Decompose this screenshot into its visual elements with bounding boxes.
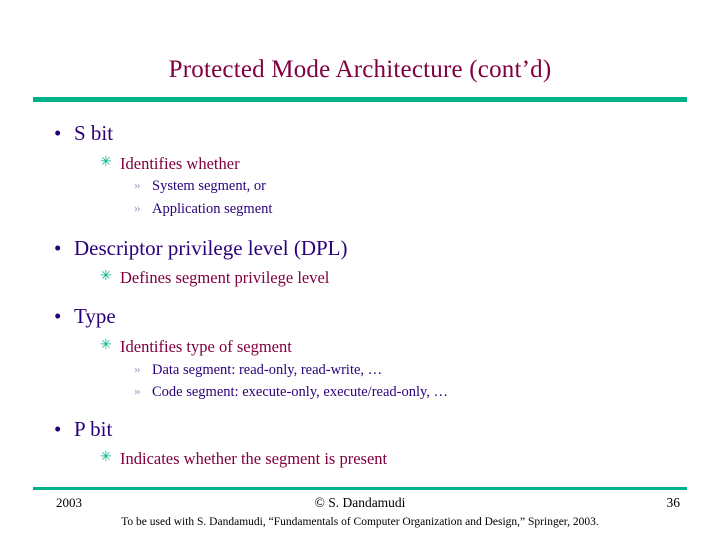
bullet-chevron-icon: » [134,382,141,398]
bullet-disc-icon: • [54,416,62,441]
list-item: • Descriptor privilege level (DPL) [42,235,692,261]
list-item: ✳ Identifies whether [42,153,692,174]
bullet-chevron-icon: » [134,199,141,215]
list-item-label: Data segment: read-only, read-write, … [152,361,383,378]
list-item-label: Code segment: execute-only, execute/read… [152,383,449,400]
bullet-asterisk-icon: ✳ [100,450,112,466]
list-item: • Type [42,304,692,329]
list-item: • S bit [42,121,692,146]
list-item-label: P bit [74,416,113,441]
list-item: » Data segment: read-only, read-write, … [42,360,692,379]
list-item-label: Type [74,304,116,329]
list-item-label: Descriptor privilege level (DPL) [74,235,348,260]
list-item-label: Identifies type of segment [120,336,292,356]
list-item: • P bit [42,416,692,442]
list-item: ✳ Defines segment privilege level [42,268,692,288]
title-divider [33,97,687,102]
page-title: Protected Mode Architecture (cont’d) [168,56,552,83]
bullet-disc-icon: • [54,304,62,329]
footer-year: 2003 [56,495,82,510]
list-item: ✳ Identifies type of segment [42,336,692,357]
list-item-label: Indicates whether the segment is present [120,449,388,469]
list-item-label: Application segment [152,200,273,217]
page-number: 36 [666,495,681,510]
bullet-chevron-icon: » [134,177,141,193]
list-item: » Code segment: execute-only, execute/re… [42,382,692,401]
list-item-label: S bit [74,121,114,145]
list-item: » Application segment [42,199,692,218]
list-item-label: Identifies whether [120,153,240,173]
bullet-asterisk-icon: ✳ [100,337,112,353]
list-item-label: Defines segment privilege level [120,268,330,288]
footer-divider [33,487,687,490]
bullet-disc-icon: • [54,235,62,260]
footer-copyright: © S. Dandamudi [314,495,406,510]
bullet-disc-icon: • [54,121,62,145]
bullet-asterisk-icon: ✳ [100,269,112,285]
bullet-asterisk-icon: ✳ [100,154,112,170]
slide-body: • S bit ✳ Identifies whether » System se… [42,114,692,469]
list-item: » System segment, or [42,177,692,195]
list-item-label: System segment, or [152,178,266,195]
bullet-chevron-icon: » [134,360,141,376]
footer-attribution: To be used with S. Dandamudi, “Fundament… [121,516,599,528]
list-item: ✳ Indicates whether the segment is prese… [42,449,692,469]
